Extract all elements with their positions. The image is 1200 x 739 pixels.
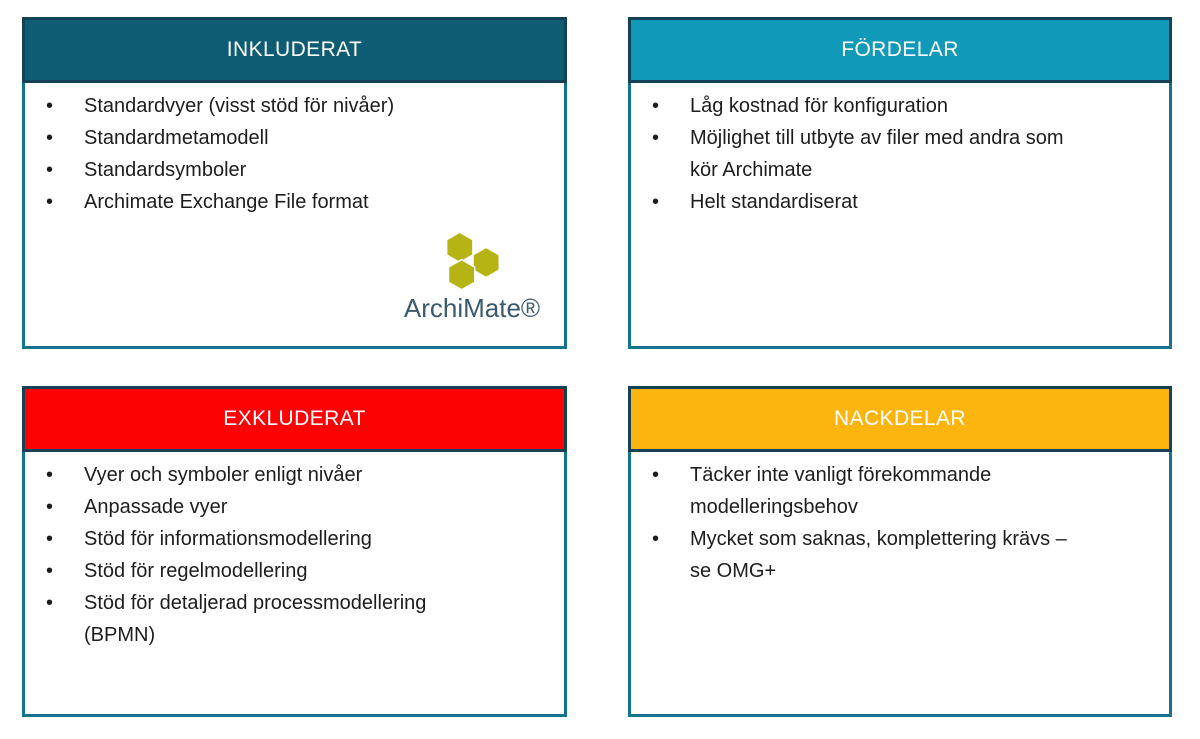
bullet-marker: • <box>652 191 660 213</box>
bullet-marker: • <box>46 496 54 518</box>
list-item: • Archimate Exchange File format <box>46 186 554 218</box>
bullet-marker: • <box>46 159 54 181</box>
bullet-marker: • <box>46 560 54 582</box>
benefits-header: FÖRDELAR <box>628 17 1172 83</box>
bullet-marker: • <box>46 127 54 149</box>
list-item-text: Låg kostnad för konfiguration <box>690 95 948 117</box>
included-body: • Standardvyer (visst stöd för nivåer) •… <box>22 83 567 349</box>
excluded-body: • Vyer och symboler enligt nivåer • Anpa… <box>22 452 567 717</box>
list-item-text: Mycket som saknas, komplettering krävs –… <box>690 528 1067 582</box>
excluded-title: EXKLUDERAT <box>223 407 366 430</box>
list-item-text: Anpassade vyer <box>84 496 228 518</box>
drawbacks-list: • Täcker inte vanligt förekommande model… <box>631 452 1169 587</box>
list-item-text: Stöd för detaljerad processmodellering (… <box>84 592 427 646</box>
list-item-text: Stöd för informationsmodellering <box>84 528 372 550</box>
drawbacks-panel: NACKDELAR • Täcker inte vanligt förekomm… <box>628 386 1172 717</box>
list-item: • Helt standardiserat <box>652 186 1159 218</box>
list-item-text: Standardsymboler <box>84 159 247 181</box>
excluded-list: • Vyer och symboler enligt nivåer • Anpa… <box>25 452 564 651</box>
list-item: • Stöd för informationsmodellering <box>46 523 554 555</box>
included-panel: INKLUDERAT • Standardvyer (visst stöd fö… <box>22 17 567 349</box>
bullet-marker: • <box>46 528 54 550</box>
list-item-text: Möjlighet till utbyte av filer med andra… <box>690 127 1064 181</box>
benefits-title: FÖRDELAR <box>841 38 959 61</box>
bullet-marker: • <box>46 95 54 117</box>
included-title: INKLUDERAT <box>226 38 363 61</box>
list-item-text: Helt standardiserat <box>690 191 858 213</box>
list-item: • Standardsymboler <box>46 154 554 186</box>
list-item: • Låg kostnad för konfiguration <box>652 90 1159 122</box>
list-item-text: Vyer och symboler enligt nivåer <box>84 464 363 486</box>
benefits-panel: FÖRDELAR • Låg kostnad för konfiguration… <box>628 17 1172 349</box>
bullet-marker: • <box>652 95 660 117</box>
bullet-marker: • <box>652 127 660 149</box>
archimate-hexagons-icon <box>445 231 500 291</box>
archimate-logo-text: ArchiMate® <box>403 293 541 323</box>
excluded-header: EXKLUDERAT <box>22 386 567 452</box>
benefits-body: • Låg kostnad för konfiguration • Möjlig… <box>628 83 1172 349</box>
archimate-logo: ArchiMate® <box>386 231 558 324</box>
bullet-marker: • <box>652 528 660 550</box>
bullet-marker: • <box>652 464 660 486</box>
list-item: • Vyer och symboler enligt nivåer <box>46 459 554 491</box>
included-header: INKLUDERAT <box>22 17 567 83</box>
drawbacks-header: NACKDELAR <box>628 386 1172 452</box>
list-item: • Anpassade vyer <box>46 491 554 523</box>
list-item: • Stöd för regelmodellering <box>46 555 554 587</box>
included-list: • Standardvyer (visst stöd för nivåer) •… <box>25 83 564 218</box>
benefits-list: • Låg kostnad för konfiguration • Möjlig… <box>631 83 1169 218</box>
bullet-marker: • <box>46 592 54 614</box>
list-item-text: Archimate Exchange File format <box>84 191 369 213</box>
list-item-text: Standardvyer (visst stöd för nivåer) <box>84 95 395 117</box>
list-item: • Stöd för detaljerad processmodellering… <box>46 587 554 651</box>
list-item: • Möjlighet till utbyte av filer med and… <box>652 122 1159 186</box>
list-item: • Täcker inte vanligt förekommande model… <box>652 459 1159 523</box>
list-item: • Standardmetamodell <box>46 122 554 154</box>
drawbacks-body: • Täcker inte vanligt förekommande model… <box>628 452 1172 717</box>
list-item: • Mycket som saknas, komplettering krävs… <box>652 523 1159 587</box>
bullet-marker: • <box>46 191 54 213</box>
list-item-text: Täcker inte vanligt förekommande modelle… <box>690 464 992 518</box>
list-item-text: Standardmetamodell <box>84 127 269 149</box>
bullet-marker: • <box>46 464 54 486</box>
drawbacks-title: NACKDELAR <box>834 407 966 430</box>
list-item-text: Stöd för regelmodellering <box>84 560 308 582</box>
excluded-panel: EXKLUDERAT • Vyer och symboler enligt ni… <box>22 386 567 717</box>
list-item: • Standardvyer (visst stöd för nivåer) <box>46 90 554 122</box>
